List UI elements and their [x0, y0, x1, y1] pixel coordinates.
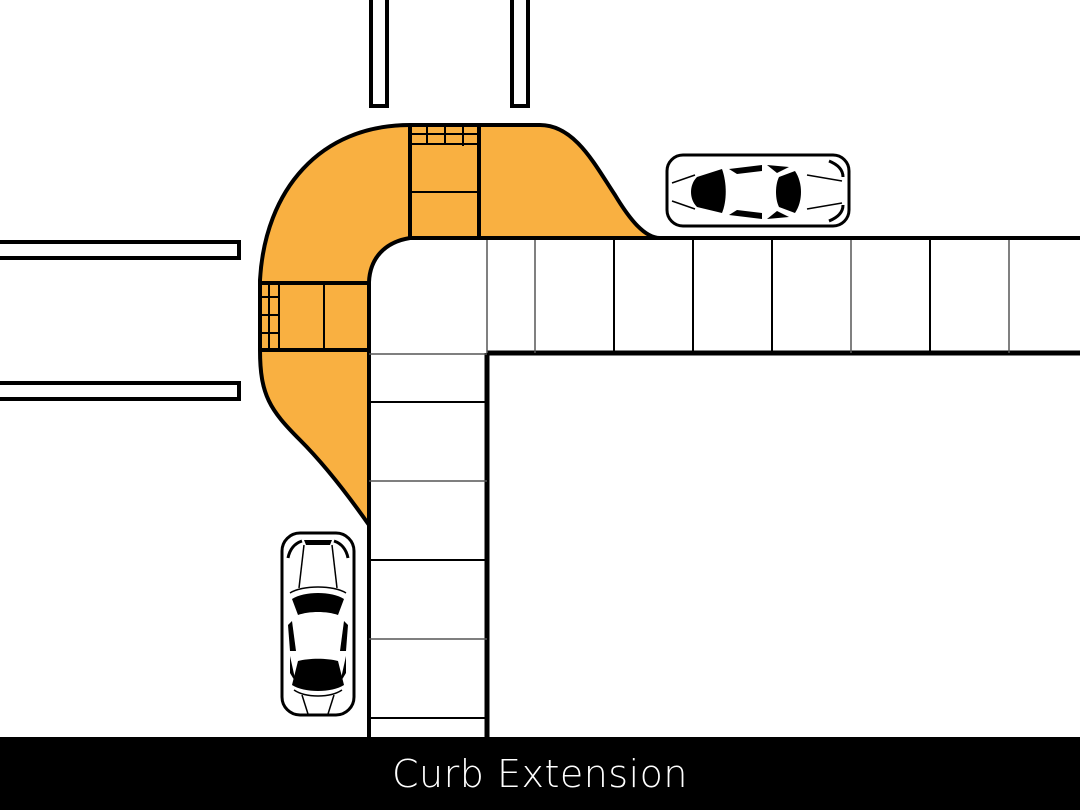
curb-extension-diagram [0, 0, 1080, 737]
parked-car-south [280, 531, 356, 717]
west-crosswalk [260, 281, 369, 352]
caption-title: Curb Extension [392, 751, 688, 796]
north-lane-markings [369, 0, 530, 108]
caption-bar: Curb Extension [0, 737, 1080, 810]
east-sidewalk [410, 236, 1080, 356]
north-crosswalk [408, 125, 481, 238]
parked-car-east [665, 153, 851, 228]
curb-extension [258, 123, 662, 527]
west-lane-markings [0, 240, 241, 401]
south-sidewalk [367, 350, 490, 737]
